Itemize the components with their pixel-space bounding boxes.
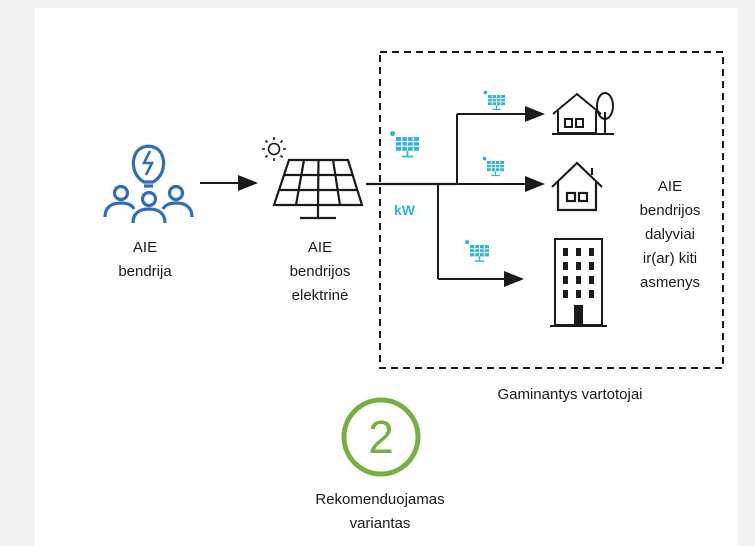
solar-panel-icon bbox=[481, 155, 505, 177]
community-label-line: AIE bbox=[132, 239, 158, 256]
recommendation-caption-line: Rekomenduojamas bbox=[315, 491, 445, 508]
lightbulb-icon bbox=[131, 144, 166, 188]
consumers-label-line: dalyviai bbox=[644, 226, 696, 243]
plant-label-line: elektrinė bbox=[291, 287, 349, 304]
consumers-label-line: AIE bbox=[657, 178, 683, 195]
recommendation-caption-line: variantas bbox=[349, 515, 411, 532]
sun-icon bbox=[262, 137, 286, 161]
plant-label-line: AIE bbox=[307, 239, 333, 256]
recommendation-badge bbox=[341, 397, 421, 477]
recommendation-caption: Rekomenduojamas variantas bbox=[290, 488, 470, 536]
solar-panel-icon bbox=[272, 158, 364, 220]
community-people-icon bbox=[103, 144, 194, 224]
solar-panel-icon bbox=[464, 239, 490, 262]
house-with-tree-icon bbox=[552, 92, 614, 135]
producing-consumers-box bbox=[379, 51, 724, 369]
consumers-side-label: AIE bendrijos dalyviai ir(ar) kiti asmen… bbox=[620, 175, 720, 295]
plant-label: AIE bendrijos elektrinė bbox=[270, 236, 370, 308]
plant-label-line: bendrijos bbox=[289, 263, 351, 280]
apartment-building-icon bbox=[550, 238, 607, 327]
house-icon bbox=[551, 161, 603, 212]
community-label-line: bendrija bbox=[118, 263, 172, 280]
power-unit-label: kW bbox=[394, 202, 415, 218]
solar-panel-icon bbox=[389, 130, 420, 158]
consumers-label-line: asmenys bbox=[639, 274, 701, 291]
recommendation-number: 2 bbox=[368, 411, 394, 463]
consumers-label-line: ir(ar) kiti bbox=[642, 250, 698, 267]
community-label: AIE bendrija bbox=[100, 236, 190, 284]
solar-panel-icon bbox=[482, 89, 506, 111]
box-caption: Gaminantys vartotojai bbox=[497, 386, 643, 403]
diagram-canvas bbox=[35, 8, 738, 546]
consumers-label-line: bendrijos bbox=[639, 202, 701, 219]
